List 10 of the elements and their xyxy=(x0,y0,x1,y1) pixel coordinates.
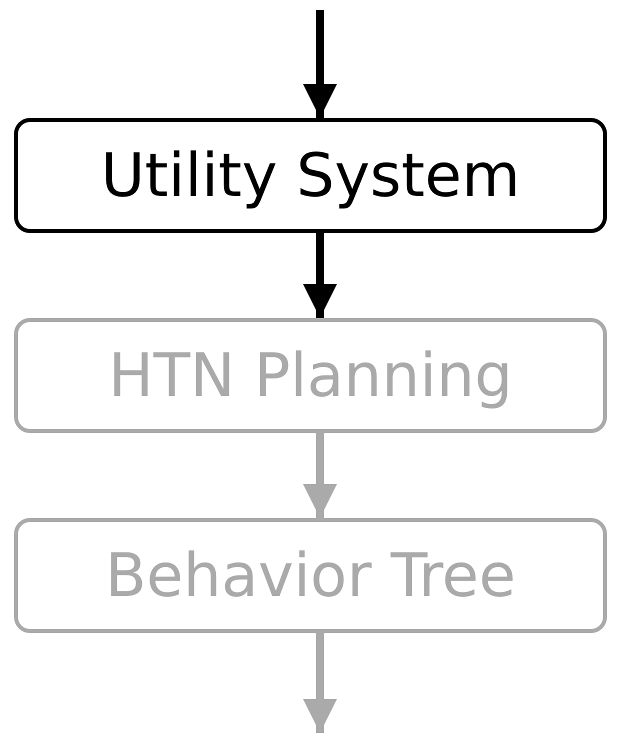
box-label: Utility System xyxy=(100,140,520,210)
process-box xyxy=(14,118,607,233)
arrow xyxy=(303,433,337,518)
arrow xyxy=(303,10,337,118)
box-label: Behavior Tree xyxy=(105,540,516,610)
process-box xyxy=(14,318,607,433)
arrow xyxy=(303,233,337,318)
box-label: HTN Planning xyxy=(108,340,513,410)
process-box xyxy=(14,518,607,633)
arrow xyxy=(303,633,337,733)
